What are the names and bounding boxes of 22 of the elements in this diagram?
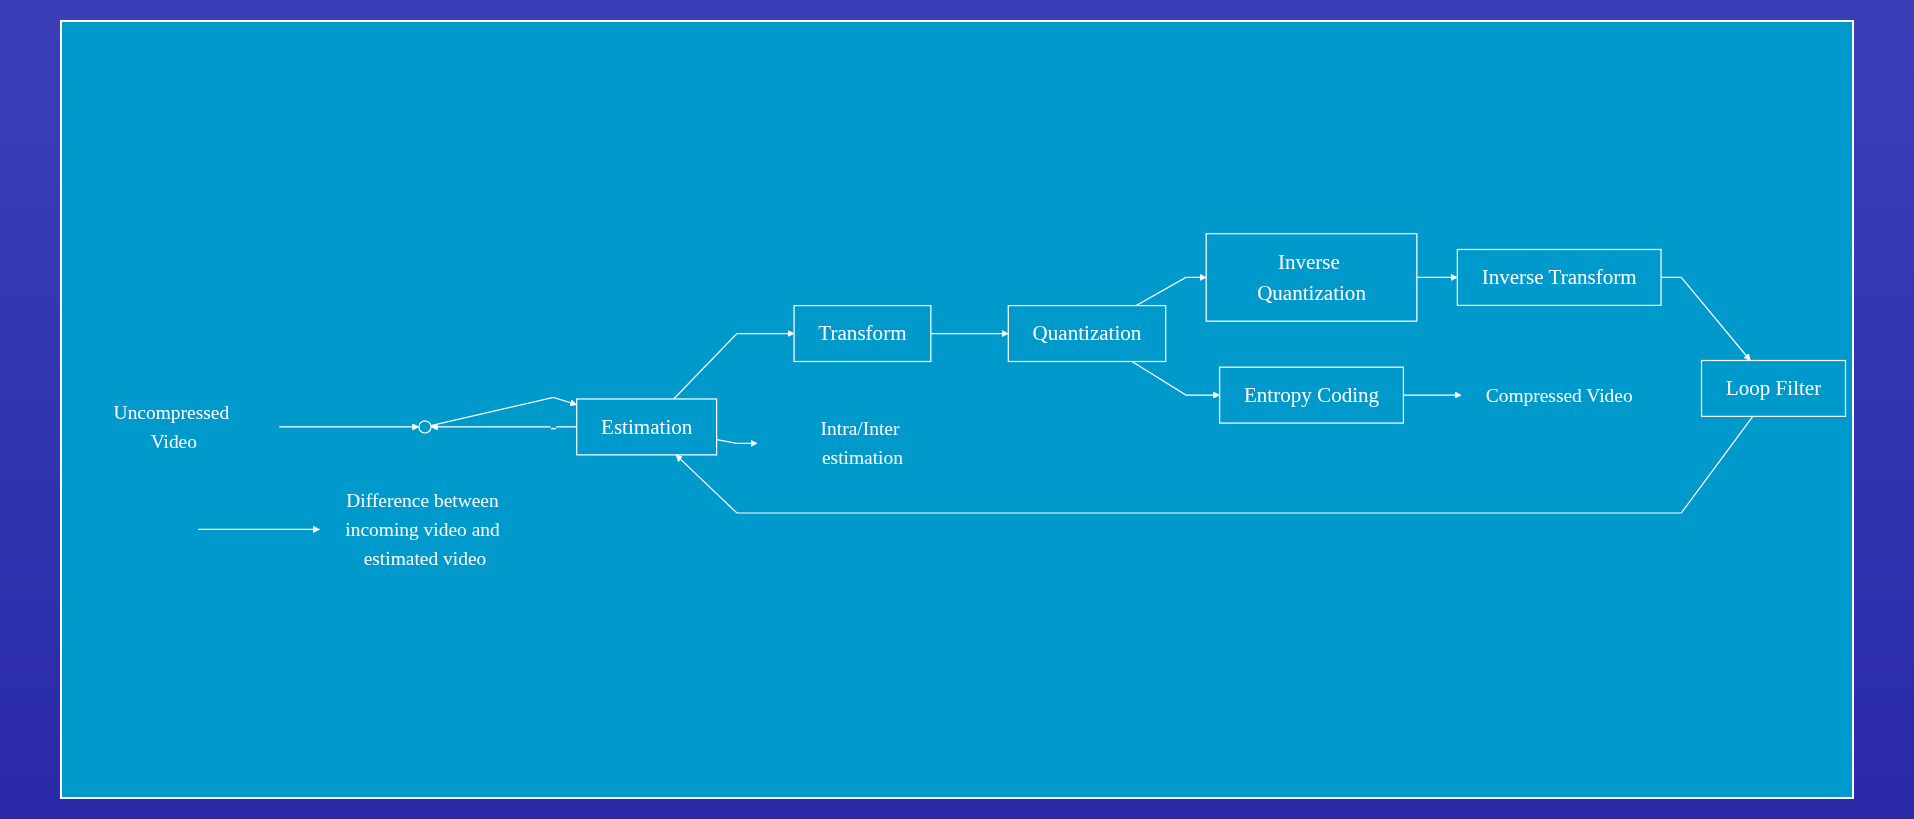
node-box: Quantization xyxy=(1007,304,1167,363)
arrow xyxy=(197,525,320,533)
node-box: Entropy Coding xyxy=(1219,366,1405,424)
arrow xyxy=(716,439,758,447)
arrow xyxy=(673,330,795,400)
arrow xyxy=(930,330,1009,338)
node-text: Difference between incoming video and estimated video xyxy=(345,489,500,570)
arrow xyxy=(1416,273,1458,281)
node-box: Loop Filter xyxy=(1700,359,1847,417)
node-text: Uncompressed Video xyxy=(113,401,230,453)
node-circle xyxy=(418,420,432,434)
node-box: Transform xyxy=(793,304,932,363)
arrow xyxy=(1131,360,1220,399)
node-box: Estimation xyxy=(576,398,718,456)
node-box: Inverse Quantization xyxy=(1205,233,1418,322)
node-text: Intra/Inter estimation xyxy=(820,418,903,469)
node-box: Inverse Transform xyxy=(1456,248,1662,306)
arrow xyxy=(278,423,420,431)
node-text: Compressed Video xyxy=(1485,384,1633,406)
arrow xyxy=(675,415,1754,514)
arrow xyxy=(1135,273,1207,307)
edge-label: - xyxy=(550,416,557,438)
